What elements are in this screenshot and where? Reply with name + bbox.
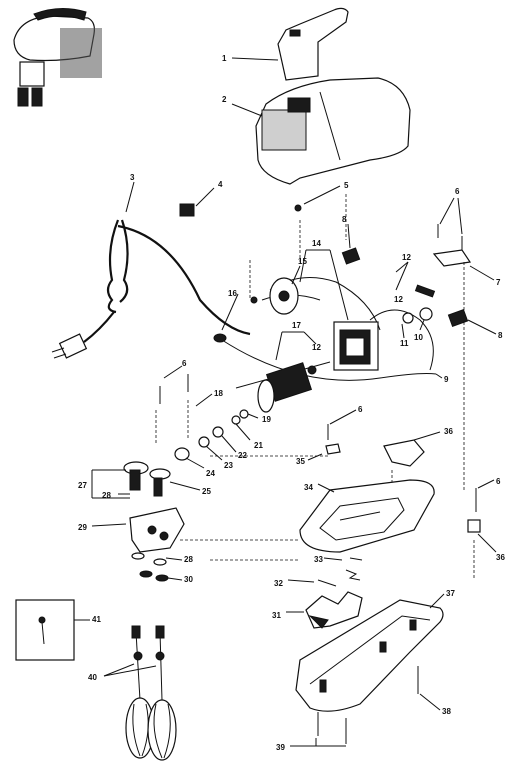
callout-2: 2 [222, 95, 227, 104]
callout-4: 4 [218, 180, 223, 189]
callout-6-left: 6 [182, 359, 187, 368]
callout-33: 33 [314, 555, 323, 564]
callout-6-right: 6 [496, 477, 501, 486]
callout-28-lower: 28 [184, 555, 193, 564]
assembly-guide-lines [210, 194, 347, 561]
callout-9: 9 [444, 375, 449, 384]
callout-6-upper: 6 [455, 187, 460, 196]
part-4-clip: 4 [179, 180, 223, 217]
callout-34: 34 [304, 483, 313, 492]
motor-field-assembly: 9 14 15 16 12 12 11 10 [213, 239, 449, 384]
callout-25: 25 [202, 487, 211, 496]
callout-8-upper: 8 [342, 215, 347, 224]
part-8-brush-holders: 8 8 [341, 215, 503, 340]
callout-17: 17 [292, 321, 301, 330]
part-3-cord: 3 [51, 173, 251, 359]
callout-36-lower: 36 [496, 553, 505, 562]
callout-12-lower: 12 [312, 343, 321, 352]
part-40-41-accessories: 41 40 [15, 599, 177, 761]
callout-31: 31 [272, 611, 281, 620]
assembled-mixer-thumbnail [8, 6, 108, 116]
callout-1: 1 [222, 54, 227, 63]
gear-assembly: 27 28 25 29 28 30 [78, 455, 330, 584]
part-6-18-left: 6 18 [155, 359, 223, 444]
callout-22: 22 [238, 451, 247, 460]
callout-24: 24 [206, 469, 215, 478]
part-2-housing: 2 [222, 77, 411, 185]
callout-15: 15 [298, 257, 307, 266]
part-1-handle: 1 [222, 7, 349, 81]
callout-32: 32 [274, 579, 283, 588]
callout-30-gear: 30 [184, 575, 193, 584]
callout-27: 27 [78, 481, 87, 490]
callout-12-upper: 12 [402, 253, 411, 262]
callout-11: 11 [400, 339, 409, 348]
callout-41: 41 [92, 615, 101, 624]
callout-10: 10 [414, 333, 423, 342]
callout-38: 38 [442, 707, 451, 716]
callout-40: 40 [88, 673, 97, 682]
callout-37: 37 [446, 589, 455, 598]
callout-35: 35 [296, 457, 305, 466]
callout-7: 7 [496, 278, 501, 287]
callout-8-right: 8 [498, 331, 503, 340]
callout-19: 19 [262, 415, 271, 424]
part-5-screw: 5 [294, 181, 349, 212]
callout-6-mid: 6 [358, 405, 363, 414]
callout-12-mid: 12 [394, 295, 403, 304]
callout-16: 16 [228, 289, 237, 298]
callout-29: 29 [78, 523, 87, 532]
callout-5: 5 [344, 181, 349, 190]
armature-assembly: 17 12 19 21 22 23 24 [174, 321, 331, 478]
part-37-38-39-base: 37 38 39 [276, 589, 455, 752]
callout-21: 21 [254, 441, 263, 450]
part-31-32-33-middle: 33 32 31 [272, 555, 363, 629]
callout-36-upper: 36 [444, 427, 453, 436]
part-34-35-36-right: 6 35 36 34 6 36 [296, 405, 505, 578]
callout-14: 14 [312, 239, 321, 248]
callout-3: 3 [130, 173, 135, 182]
callout-28-upper: 28 [102, 491, 111, 500]
part-6-7-upper-right: 6 7 [432, 187, 501, 490]
callout-18: 18 [214, 389, 223, 398]
callout-23: 23 [224, 461, 233, 470]
callout-39: 39 [276, 743, 285, 752]
